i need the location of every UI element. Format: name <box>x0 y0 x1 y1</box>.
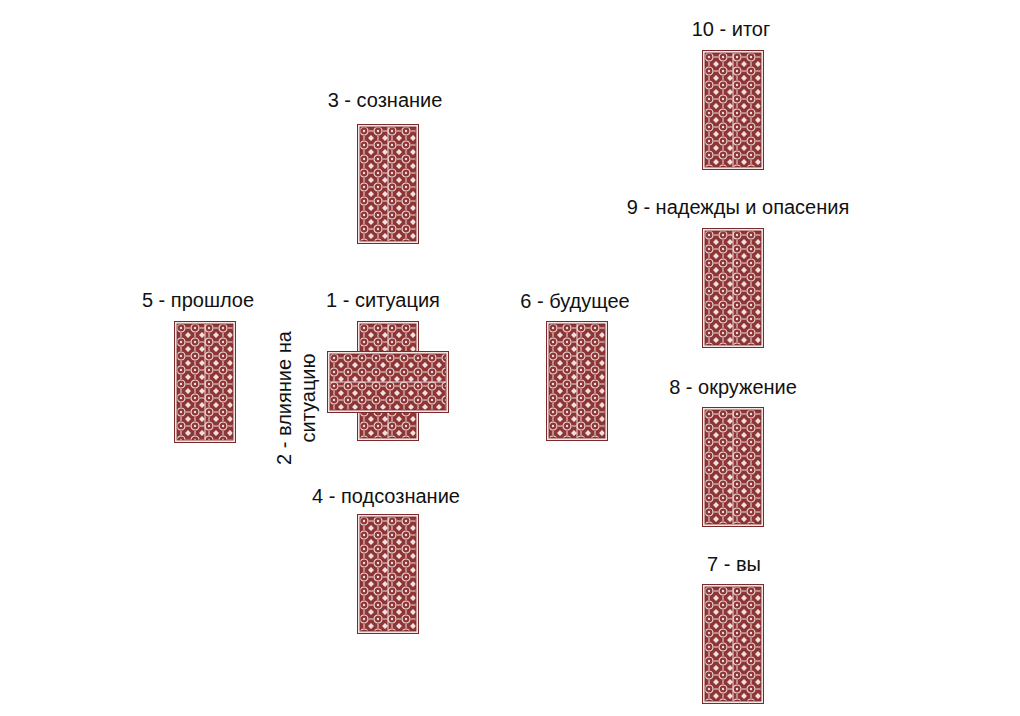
position-label: 8 - окружение <box>669 375 797 399</box>
position-label: 2 - влияние на ситуацию <box>272 312 320 484</box>
tarot-card: 9 - надежды и опасения <box>702 228 764 348</box>
card-back <box>702 407 764 527</box>
card-back <box>357 124 419 244</box>
position-label: 10 - итог <box>692 17 771 41</box>
tarot-card: 10 - итог <box>702 50 764 170</box>
tarot-card: 4 - подсознание <box>357 514 419 634</box>
card-back <box>546 321 608 441</box>
tarot-card: 3 - сознание <box>357 124 419 244</box>
tarot-card: 8 - окружение <box>702 407 764 527</box>
card-back <box>702 228 764 348</box>
position-label: 6 - будущее <box>520 289 629 313</box>
tarot-card: 7 - вы <box>702 584 764 704</box>
card-back <box>357 514 419 634</box>
position-label: 3 - сознание <box>328 88 443 112</box>
card-back <box>174 321 236 443</box>
position-label: 7 - вы <box>707 552 761 576</box>
position-label: 9 - надежды и опасения <box>627 195 850 219</box>
card-back <box>702 584 764 704</box>
tarot-card: 6 - будущее <box>546 321 608 441</box>
tarot-card: 5 - прошлое <box>174 321 236 443</box>
position-label: 5 - прошлое <box>142 288 254 312</box>
card-back <box>327 351 449 413</box>
position-label: 4 - подсознание <box>312 484 460 508</box>
position-label: 1 - ситуация <box>326 288 440 312</box>
card-back <box>702 50 764 170</box>
tarot-card: 2 - влияние на ситуацию <box>327 351 449 413</box>
